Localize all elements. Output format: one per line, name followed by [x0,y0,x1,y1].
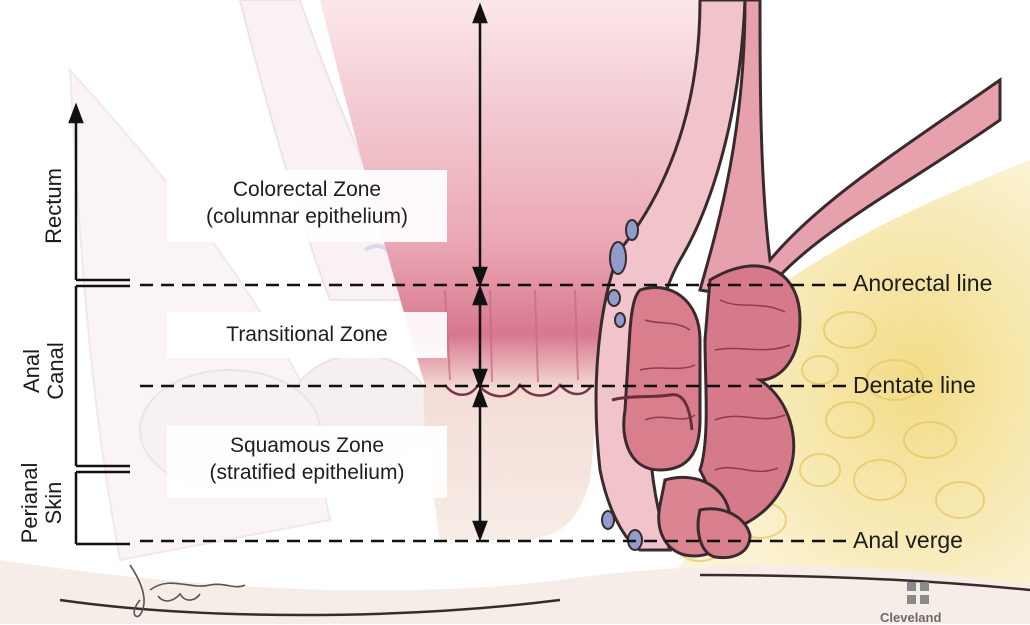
perianal-skin [0,560,1030,624]
anal-canal-text-1: Anal [20,331,44,411]
squamous-zone-label: Squamous Zone (stratified epithelium) [167,426,447,498]
perianal-skin-text-2: Skin [42,453,66,553]
transitional-zone-title: Transitional Zone [175,318,439,352]
anal-canal-text-2: Canal [44,331,68,411]
transitional-zone-label: Transitional Zone [167,312,447,358]
anorectal-line-label: Anorectal line [853,270,992,297]
colorectal-zone-subtitle: (columnar epithelium) [175,203,439,230]
rectum-region-label: Rectum [42,161,68,251]
colorectal-zone-label: Colorectal Zone (columnar epithelium) [167,170,447,242]
anal-verge-label: Anal verge [853,527,963,554]
cleveland-logo-text: Cleveland [880,610,941,625]
perianal-skin-region-label: Perianal Skin [18,453,68,553]
rectum-text: Rectum [41,168,66,244]
colorectal-zone-title: Colorectal Zone [175,176,439,203]
dentate-line-label: Dentate line [853,372,976,399]
anal-canal-region-label: Anal Canal [20,331,70,411]
squamous-zone-title: Squamous Zone [175,432,439,459]
perianal-skin-text-1: Perianal [18,453,42,553]
squamous-zone-subtitle: (stratified epithelium) [175,459,439,486]
